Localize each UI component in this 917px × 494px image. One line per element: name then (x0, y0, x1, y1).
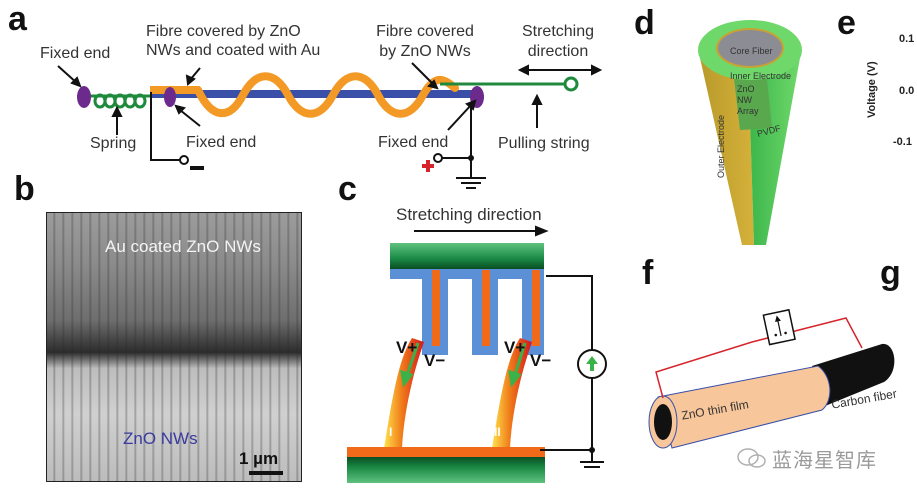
label-pulling-string: Pulling string (498, 135, 590, 152)
minus-sign (190, 166, 204, 170)
stretch-arrow-c (414, 225, 549, 237)
nanowire-1 (384, 338, 424, 448)
label-vplus-1: V+ (396, 338, 418, 357)
label-fibre-au-2: NWs and coated with Au (146, 42, 321, 59)
green-current-arrows (400, 342, 527, 388)
zno-film (657, 365, 831, 449)
current-source-arrow (586, 356, 598, 371)
label-zno: ZnO (737, 84, 755, 94)
panel-b-label: b (14, 170, 35, 208)
label-fixed-end-right: Fixed end (378, 134, 449, 151)
sem-label-zno: ZnO NWs (123, 429, 198, 448)
positive-terminal (433, 153, 443, 163)
e-tick-0: 0.1 (899, 33, 915, 45)
panel-f-label: f (642, 254, 654, 292)
pointer-arrows (57, 62, 543, 135)
label-vminus-1: V− (424, 351, 446, 370)
label-nw: NW (737, 95, 752, 105)
sem-label-au-coated: Au coated ZnO NWs (105, 237, 261, 256)
carbon-fiber (812, 343, 895, 406)
top-plate (390, 243, 544, 269)
junction-dot (468, 155, 474, 161)
label-spring: Spring (90, 135, 137, 152)
negative-terminal (179, 155, 189, 165)
meter-box (762, 308, 796, 346)
panel-g-label: g (880, 254, 901, 292)
sem-scale-label: 1 µm (239, 449, 279, 468)
ground-symbol (456, 177, 486, 189)
e-tick-1: 0.0 (899, 85, 915, 97)
orange-fibre-straight (150, 86, 200, 94)
bottom-electrode (347, 447, 545, 457)
label-vminus-2: V− (530, 351, 552, 370)
label-inner-electrode: Inner Electrode (730, 71, 792, 81)
sem-scale-bar (249, 471, 283, 475)
e-tick-2: -0.1 (893, 136, 912, 148)
label-fixed-end-mid: Fixed end (186, 134, 257, 151)
blue-fibre (150, 90, 475, 98)
panel-d-label: d (634, 4, 655, 42)
sem-image: Au coated ZnO NWs ZnO NWs 1 µm (46, 212, 302, 482)
nanowire-2 (492, 338, 532, 448)
label-core-fiber: Core Fiber (730, 46, 773, 56)
core-fiber (718, 30, 782, 66)
label-fibre-zno-2: by ZnO NWs (379, 43, 471, 60)
fixed-end-mid (164, 87, 176, 107)
panel-a-diagram (57, 62, 603, 189)
stretching-double-arrow (517, 64, 603, 76)
wechat-icon (737, 448, 766, 468)
bottom-plate (347, 457, 545, 483)
pulling-string-ring (563, 76, 579, 92)
panel-c-label: c (338, 170, 357, 208)
label-fibre-zno-1: Fibre covered (376, 23, 474, 40)
panel-a-label: a (8, 0, 27, 38)
orange-helix (194, 72, 459, 118)
tube-end-inner (654, 404, 672, 440)
watermark-text: 蓝海星智库 (772, 450, 877, 472)
label-vplus-2: V+ (504, 338, 526, 357)
nw-cutout (733, 70, 772, 130)
label-wire-1: I (389, 425, 393, 439)
label-array: Array (737, 106, 759, 116)
panel-d-diagram (698, 20, 802, 245)
label-stretch-2: direction (527, 43, 589, 60)
spring-coil (93, 93, 147, 109)
label-fixed-end-left: Fixed end (40, 45, 111, 62)
label-stretch-1: Stretching (521, 23, 595, 40)
panel-e-label: e (837, 4, 856, 42)
circuit-wire-f (655, 317, 863, 399)
label-wire-2: II (494, 425, 501, 439)
negative-wire (150, 92, 180, 161)
comb-orange-strips (432, 270, 540, 346)
label-fibre-au-1: Fibre covered by ZnO (146, 23, 301, 40)
fixed-end-left (77, 86, 91, 108)
plus-sign (422, 160, 434, 172)
junction-dot-c (589, 447, 595, 453)
label-c-stretch: Stretching direction (396, 205, 542, 224)
